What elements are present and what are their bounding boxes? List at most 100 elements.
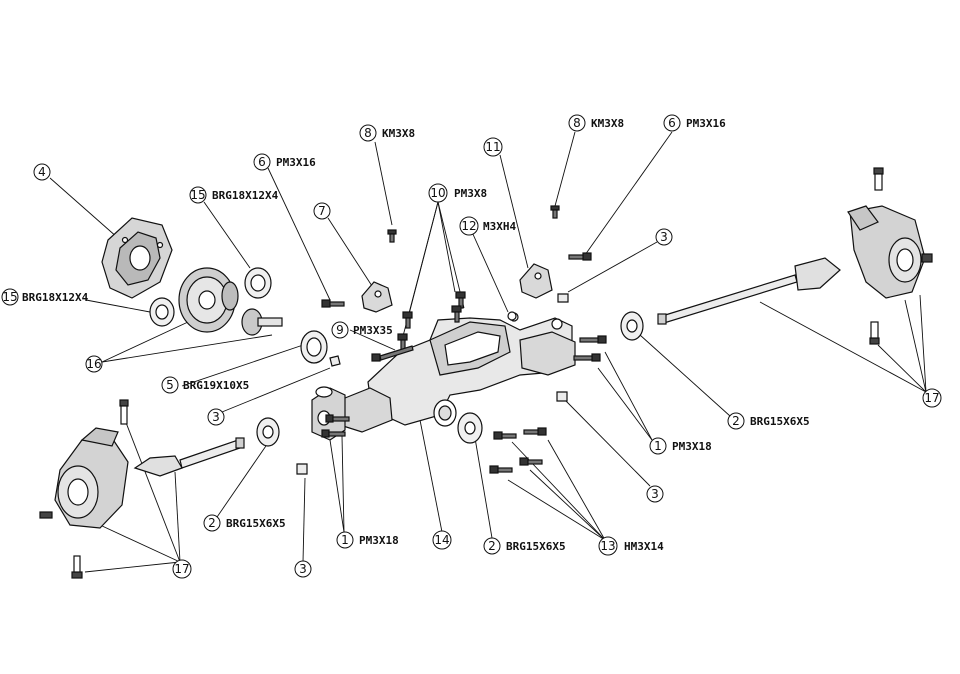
callout-13: 13 HM3X14 <box>598 536 664 556</box>
left-kingpin-top <box>119 399 129 425</box>
leader-15a <box>203 201 251 269</box>
screws-13 <box>489 427 547 474</box>
leader-4 <box>49 177 119 239</box>
svg-text:9: 9 <box>336 323 344 337</box>
svg-text:BRG19X10X5: BRG19X10X5 <box>183 379 249 392</box>
right-kingpin-top <box>873 167 884 191</box>
bushing-3-left <box>329 355 341 367</box>
leader-8b <box>554 131 576 207</box>
callout-14: 14 <box>432 530 452 550</box>
callout-3a: 3 <box>655 228 673 246</box>
svg-text:15: 15 <box>190 188 205 202</box>
svg-text:3: 3 <box>660 230 668 244</box>
leader-2c <box>639 334 731 417</box>
callout-3d: 3 <box>294 560 312 578</box>
callout-1b: 1 PM3X18 <box>649 437 712 455</box>
screw-12-nut <box>507 311 517 321</box>
leader-9 <box>349 329 396 351</box>
callout-7: 7 <box>313 202 331 220</box>
svg-text:KM3X8: KM3X8 <box>591 117 624 130</box>
svg-text:PM3X16: PM3X16 <box>276 156 316 169</box>
svg-text:PM3X35: PM3X35 <box>353 324 393 337</box>
svg-text:11: 11 <box>485 140 500 154</box>
bearing-15-upper <box>244 267 272 299</box>
svg-text:PM3X16: PM3X16 <box>686 117 726 130</box>
screw-6-right <box>568 252 592 261</box>
ring-gear-diff <box>178 267 239 333</box>
callout-16: 16 <box>85 355 103 373</box>
leader-7 <box>327 217 373 287</box>
callout-2c: 2 BRG15X6X5 <box>727 412 810 430</box>
svg-text:6: 6 <box>258 155 266 169</box>
bearing-15-lower <box>149 297 175 327</box>
bearing-2-right <box>620 311 644 341</box>
svg-text:12: 12 <box>461 219 476 233</box>
svg-text:BRG15X6X5: BRG15X6X5 <box>506 540 566 553</box>
screws-1-right <box>573 335 607 362</box>
svg-text:PM3X8: PM3X8 <box>454 187 487 200</box>
leader-14 <box>419 419 443 533</box>
diff-cover <box>101 217 173 299</box>
svg-text:3: 3 <box>651 487 659 501</box>
leader-13a <box>507 479 606 541</box>
right-knuckle-hub <box>847 205 933 299</box>
leader-1b1 <box>604 351 653 441</box>
svg-text:5: 5 <box>166 378 174 392</box>
callout-8b: 8 KM3X8 <box>568 114 624 132</box>
leader-12 <box>471 231 509 313</box>
leader-13c <box>547 439 606 541</box>
svg-text:14: 14 <box>434 533 449 547</box>
svg-text:17: 17 <box>174 562 189 576</box>
svg-text:6: 6 <box>668 116 676 130</box>
leader-6a <box>267 167 331 301</box>
callout-12: 12 M3XH4 <box>459 216 516 236</box>
callout-4: 4 <box>33 163 51 181</box>
svg-text:BRG15X6X5: BRG15X6X5 <box>226 517 286 530</box>
link-mount-11 <box>519 263 553 299</box>
callout-labels: 4 15 BRG18X12X4 15 BRG18X12X4 16 6 PM3X1… <box>1 114 942 579</box>
screw-8-right <box>550 205 560 219</box>
svg-text:PM3X18: PM3X18 <box>359 534 399 547</box>
callout-17a: 17 <box>172 559 192 579</box>
leader-17a4 <box>84 561 181 573</box>
svg-text:HM3X14: HM3X14 <box>624 540 664 553</box>
leader-1a2 <box>341 435 345 533</box>
svg-text:17: 17 <box>924 391 939 405</box>
bushing-3-mid-right <box>556 391 568 402</box>
svg-text:8: 8 <box>573 116 581 130</box>
bearing-2-center <box>457 412 483 444</box>
screws-1-left <box>321 414 350 438</box>
bushing-3-bottom <box>296 463 308 475</box>
screw-9-long <box>371 345 414 362</box>
svg-text:16: 16 <box>86 357 101 371</box>
svg-text:15: 15 <box>2 290 17 304</box>
screw-6-left <box>321 299 345 308</box>
leader-1a1 <box>329 439 345 533</box>
leader-3c <box>564 399 651 487</box>
leader-2b <box>474 437 493 539</box>
svg-text:3: 3 <box>212 410 220 424</box>
screw-8-left <box>387 229 397 243</box>
svg-text:PM3X18: PM3X18 <box>672 440 712 453</box>
leader-10c <box>437 201 456 293</box>
svg-text:BRG15X6X5: BRG15X6X5 <box>750 415 810 428</box>
leader-11 <box>499 154 529 269</box>
callout-2b: 2 BRG15X6X5 <box>483 537 566 555</box>
svg-text:2: 2 <box>208 516 216 530</box>
callout-11: 11 <box>483 137 503 157</box>
svg-text:3: 3 <box>299 562 307 576</box>
leader-17a2 <box>174 471 181 563</box>
left-kingpin-bottom <box>71 555 83 579</box>
callout-5: 5 BRG19X10X5 <box>161 376 249 394</box>
callout-6b: 6 PM3X16 <box>663 114 726 132</box>
leader-17b2 <box>877 344 927 393</box>
leader-6b <box>584 131 673 256</box>
svg-text:13: 13 <box>600 539 615 553</box>
leader-17a1 <box>124 419 181 563</box>
callout-9: 9 PM3X35 <box>331 321 393 339</box>
callout-15b: 15 BRG18X12X4 <box>1 288 89 306</box>
leader-2a <box>214 439 271 521</box>
svg-text:7: 7 <box>318 204 326 218</box>
